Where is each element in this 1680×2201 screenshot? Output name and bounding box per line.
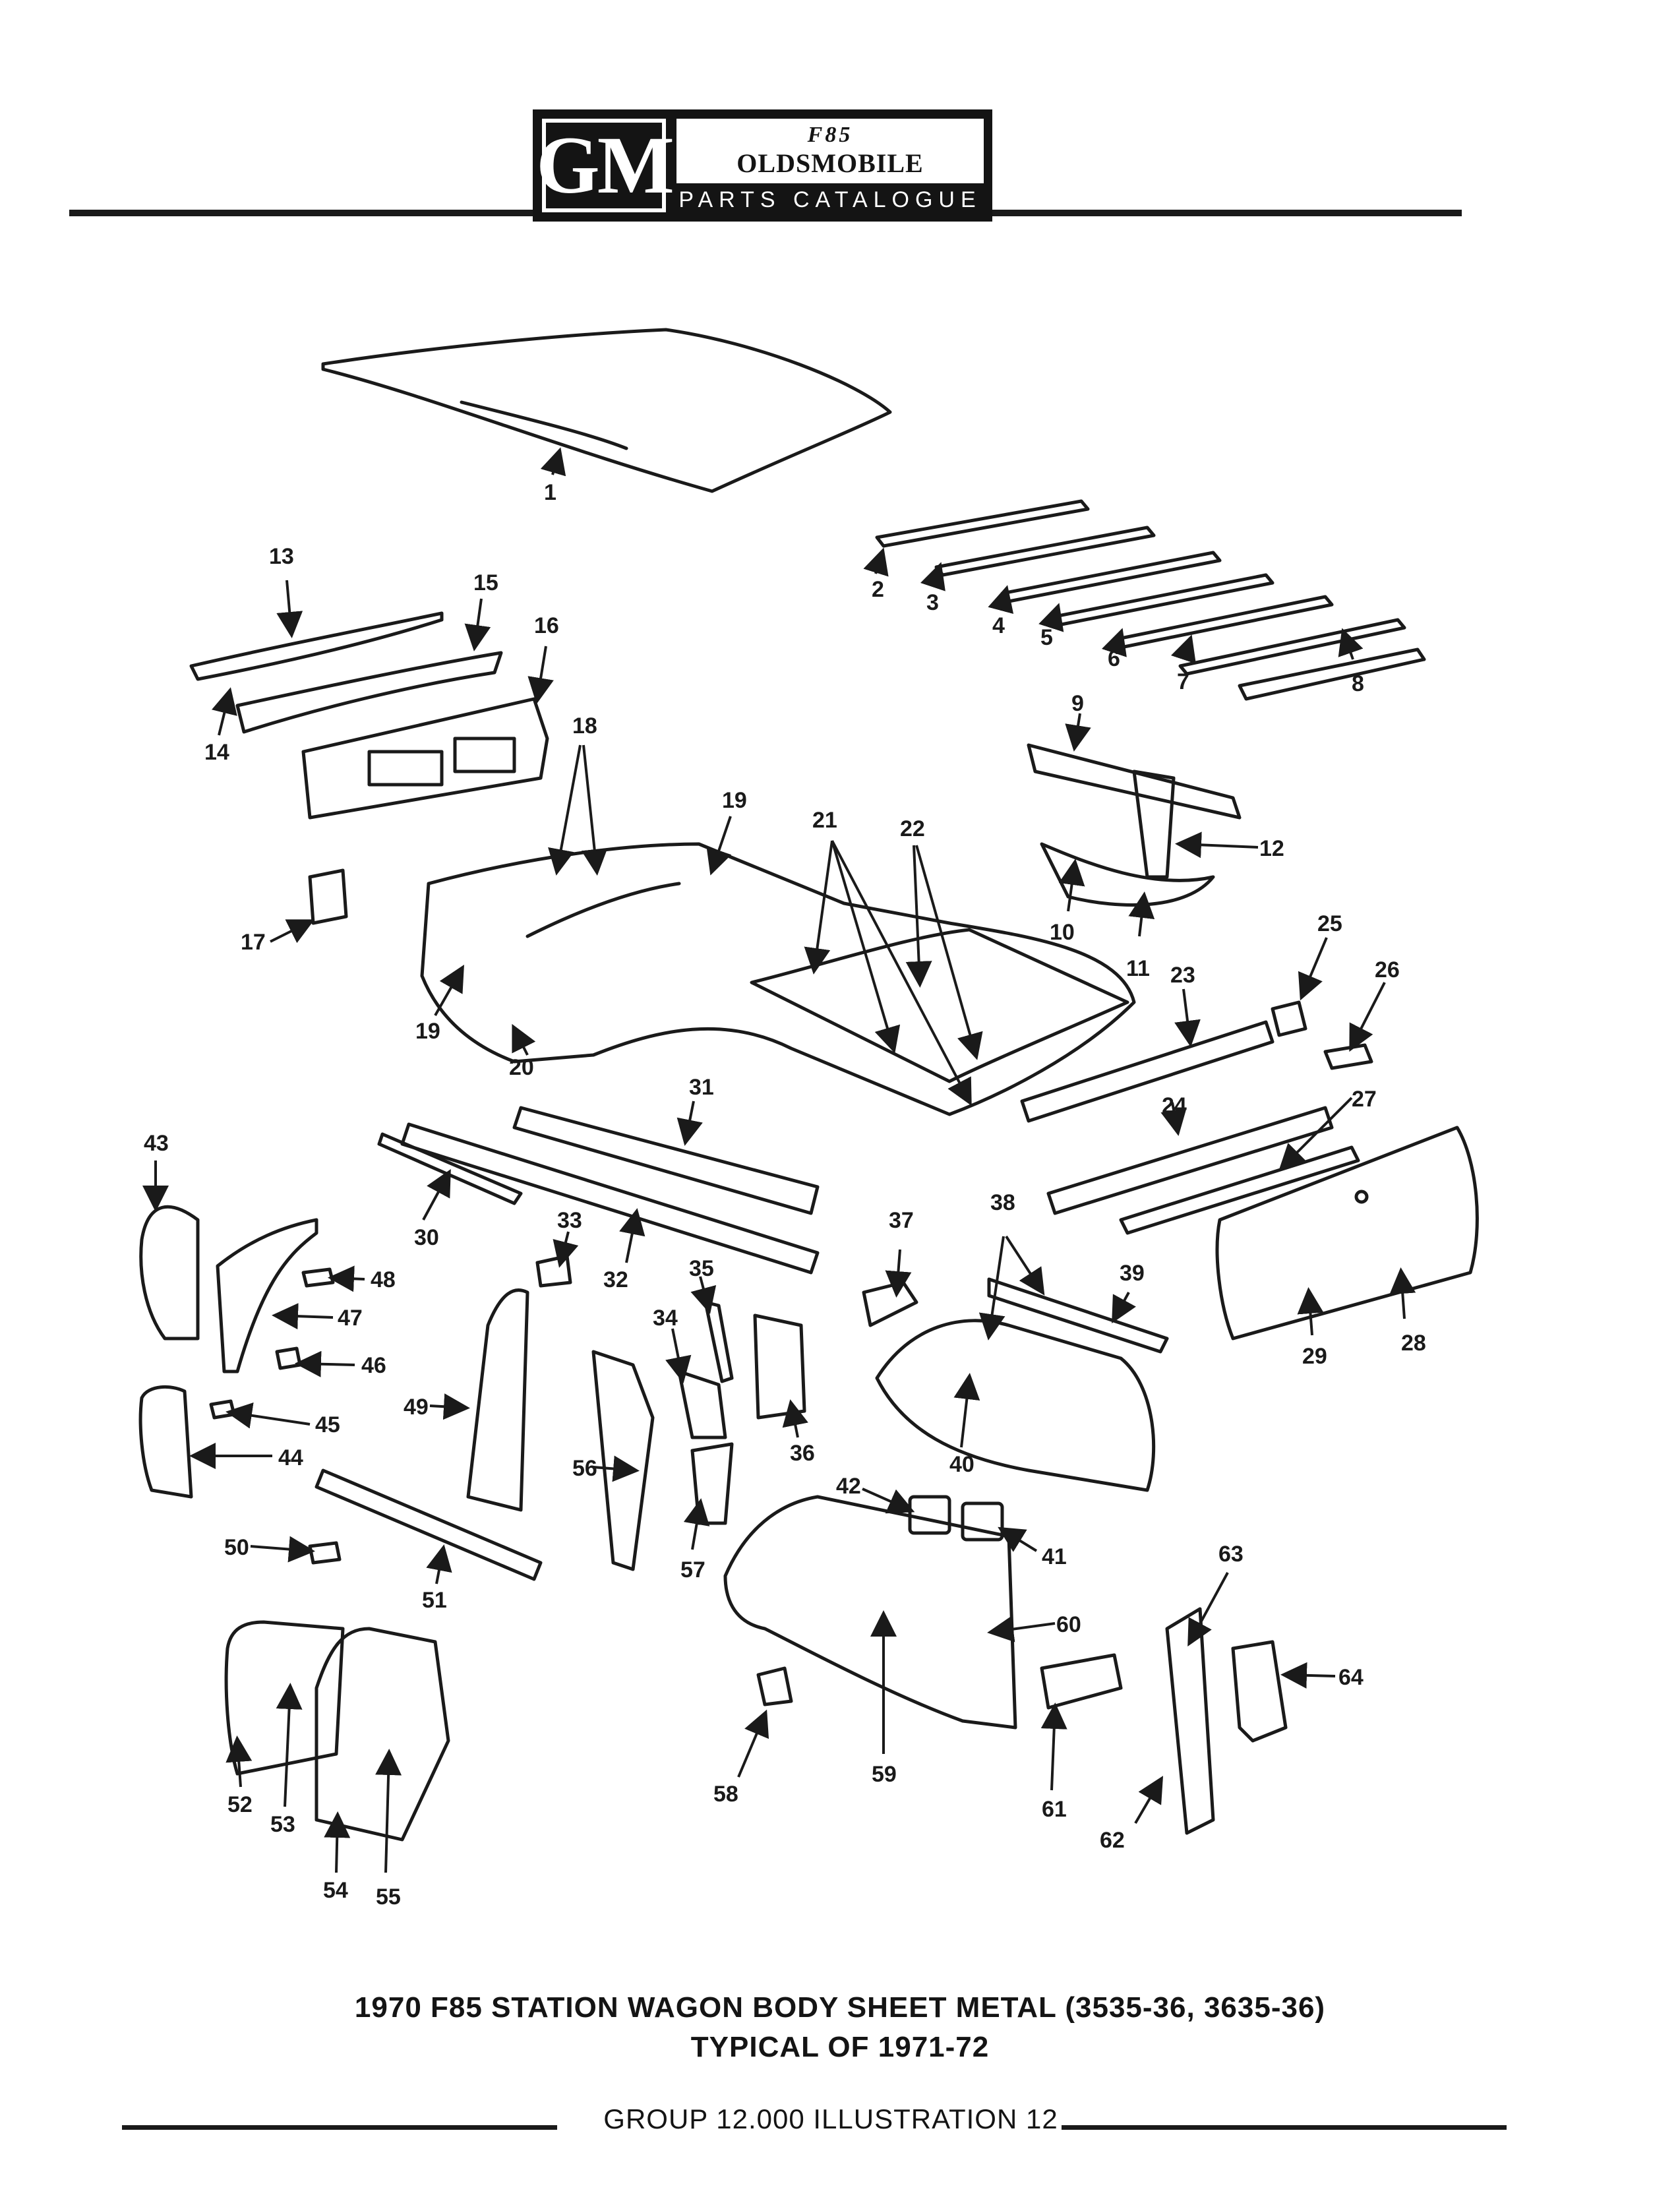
callout-10: 10 [1050, 920, 1075, 945]
callout-3: 3 [926, 590, 939, 615]
callout-17: 17 [241, 930, 266, 955]
callout-37: 37 [889, 1208, 914, 1233]
callout-27: 27 [1352, 1087, 1377, 1112]
part-cowl-dash [189, 611, 549, 820]
callout-25: 25 [1317, 911, 1342, 936]
callout-1: 1 [544, 480, 556, 505]
callout-57: 57 [680, 1557, 705, 1583]
callout-36: 36 [790, 1441, 815, 1466]
diagram-caption-line2: TYPICAL OF 1971-72 [690, 2031, 990, 2063]
part-doors [224, 1620, 450, 1842]
callout-64: 64 [1338, 1665, 1364, 1690]
callout-52: 52 [227, 1792, 253, 1817]
header-logo: GM F85 OLDSMOBILE PARTS CATALOGUE [533, 109, 992, 222]
callout-21: 21 [812, 808, 837, 833]
callout-38: 38 [990, 1190, 1015, 1215]
callout-8: 8 [1352, 671, 1364, 696]
callout-61: 61 [1042, 1797, 1067, 1822]
footer-rule-left [122, 2125, 557, 2130]
callout-29: 29 [1302, 1344, 1327, 1369]
part-rocker-panels [1020, 1000, 1373, 1235]
callout-53: 53 [270, 1812, 295, 1837]
callout-26: 26 [1375, 957, 1400, 982]
callout-5: 5 [1040, 625, 1053, 650]
callout-23: 23 [1170, 963, 1195, 988]
callout-54: 54 [323, 1878, 348, 1903]
callout-59: 59 [872, 1762, 897, 1787]
callout-22: 22 [900, 816, 925, 841]
callout-19b: 19 [415, 1019, 440, 1044]
callout-39: 39 [1120, 1261, 1145, 1286]
brand-name: OLDSMOBILE [736, 148, 924, 178]
part-roof-bows [875, 499, 1426, 701]
callout-30: 30 [414, 1225, 439, 1250]
callout-9: 9 [1071, 691, 1084, 716]
callout-56: 56 [572, 1456, 597, 1481]
callout-46: 46 [361, 1353, 386, 1378]
leader-arrows [142, 447, 1416, 1873]
callout-42: 42 [836, 1474, 861, 1499]
callout-11: 11 [1126, 956, 1150, 981]
gm-logo: GM [536, 119, 675, 212]
callout-31: 31 [689, 1075, 714, 1100]
callout-24: 24 [1162, 1093, 1187, 1118]
callout-48: 48 [371, 1267, 396, 1292]
callout-44: 44 [278, 1445, 303, 1470]
part-rear-quarter-inner [1027, 743, 1242, 907]
callout-2: 2 [872, 577, 884, 602]
callout-49: 49 [404, 1395, 429, 1420]
diagram-caption-line1: 1970 F85 STATION WAGON BODY SHEET METAL … [354, 1991, 1326, 2024]
callout-35: 35 [689, 1256, 714, 1281]
part-wheelhouse [862, 1277, 1169, 1492]
callout-18: 18 [572, 713, 597, 739]
callout-45: 45 [315, 1412, 340, 1437]
model-name: F85 [807, 123, 853, 147]
callout-33: 33 [557, 1208, 582, 1233]
callout-13: 13 [269, 544, 294, 569]
footer-illustration-ref: GROUP 12.000 ILLUSTRATION 12 [603, 2103, 1058, 2134]
part-front-pillars [138, 1205, 543, 1581]
part-quarter-inner [723, 1495, 1123, 1730]
part-quarter-outer [1215, 1126, 1479, 1341]
callout-16: 16 [534, 613, 559, 638]
callout-62: 62 [1100, 1828, 1125, 1853]
callout-51: 51 [422, 1588, 447, 1613]
callout-50: 50 [224, 1535, 249, 1560]
callout-labels: 1 2 3 4 5 6 7 8 9 10 11 12 13 14 15 16 1… [144, 480, 1426, 1910]
callout-20: 20 [509, 1055, 534, 1080]
callout-34: 34 [653, 1306, 678, 1331]
part-pillars-brackets [466, 1254, 806, 1571]
callout-47: 47 [338, 1306, 363, 1331]
callout-58: 58 [713, 1782, 738, 1807]
callout-6: 6 [1108, 646, 1120, 671]
callout-7: 7 [1177, 669, 1189, 694]
brand-panel: F85 OLDSMOBILE [676, 119, 984, 183]
callout-15: 15 [473, 570, 498, 595]
callout-43: 43 [144, 1131, 169, 1156]
part-roof-panel [321, 328, 892, 493]
callout-55: 55 [376, 1884, 401, 1910]
callout-4: 4 [992, 613, 1005, 638]
callout-40: 40 [949, 1452, 975, 1477]
callout-32: 32 [603, 1267, 628, 1292]
callout-12: 12 [1259, 836, 1284, 861]
callout-28: 28 [1401, 1331, 1426, 1356]
footer-rule-right [1062, 2125, 1507, 2130]
callout-19a: 19 [722, 788, 747, 813]
part-floor-pan [308, 842, 1136, 1116]
part-rear-pillar-tail [1165, 1607, 1288, 1835]
callout-60: 60 [1056, 1612, 1081, 1637]
callout-63: 63 [1218, 1542, 1244, 1567]
callout-41: 41 [1042, 1544, 1067, 1569]
part-floor-sills [377, 1106, 820, 1275]
callout-14: 14 [204, 740, 229, 765]
catalogue-title: PARTS CATALOGUE [678, 187, 982, 212]
